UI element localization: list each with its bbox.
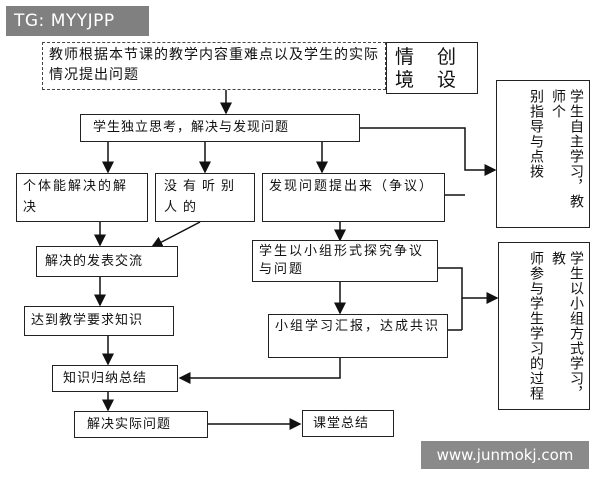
- arrow-group-to-side-bottom: [438, 267, 499, 304]
- create-situation-line-1: 情 创: [395, 46, 459, 68]
- box-raise-problem: 发现问题提出来（争议）: [262, 173, 445, 222]
- side-self-study-col-1: 学生自主学习，教师个: [550, 89, 584, 209]
- watermark-bottom-url: www.junmokj.com: [421, 441, 589, 469]
- box-solve-practical: 解决实际问题: [74, 411, 208, 438]
- box-individual-solve: 个体能解决的解决: [16, 173, 148, 222]
- side-group-study-col-1: 学生以小组方式学习，教: [550, 251, 584, 401]
- box-group-explore: 学生以小组形式探究争议与问题: [252, 240, 438, 282]
- arrow-unheard-to-present: [150, 221, 201, 248]
- side-self-study-col-2: 别指导与点拨: [528, 89, 544, 179]
- box-group-report: 小组学习汇报，达成共识: [268, 314, 448, 358]
- box-class-summary: 课堂总结: [302, 410, 394, 437]
- arrow-think-to-side-top: [360, 127, 497, 176]
- watermark-top-label: TG: MYYJPP: [6, 6, 149, 36]
- box-create-situation: 情 创 境 设: [386, 42, 478, 94]
- box-side-group-study: 学生以小组方式学习，教 师参与学生学习的过程: [498, 242, 590, 410]
- arrow-report-to-summarize: [178, 358, 341, 384]
- box-unheard-others: 没有听别人的: [155, 173, 255, 222]
- box-summarize-knowledge: 知识归纳总结: [52, 365, 178, 392]
- box-meet-requirements: 达到教学要求知识: [24, 306, 174, 336]
- box-independent-thinking: 学生独立思考，解决与发现问题: [80, 114, 360, 142]
- box-present-exchange: 解决的发表交流: [36, 246, 178, 277]
- box-side-self-study: 学生自主学习，教师个 别指导与点拨: [496, 80, 590, 228]
- side-group-study-col-2: 师参与学生学习的过程: [528, 251, 544, 401]
- create-situation-line-2: 境 设: [395, 69, 459, 91]
- box-teacher-raises-problem: 教师根据本节课的教学内容重难点以及学生的实际情况提出问题: [42, 42, 386, 90]
